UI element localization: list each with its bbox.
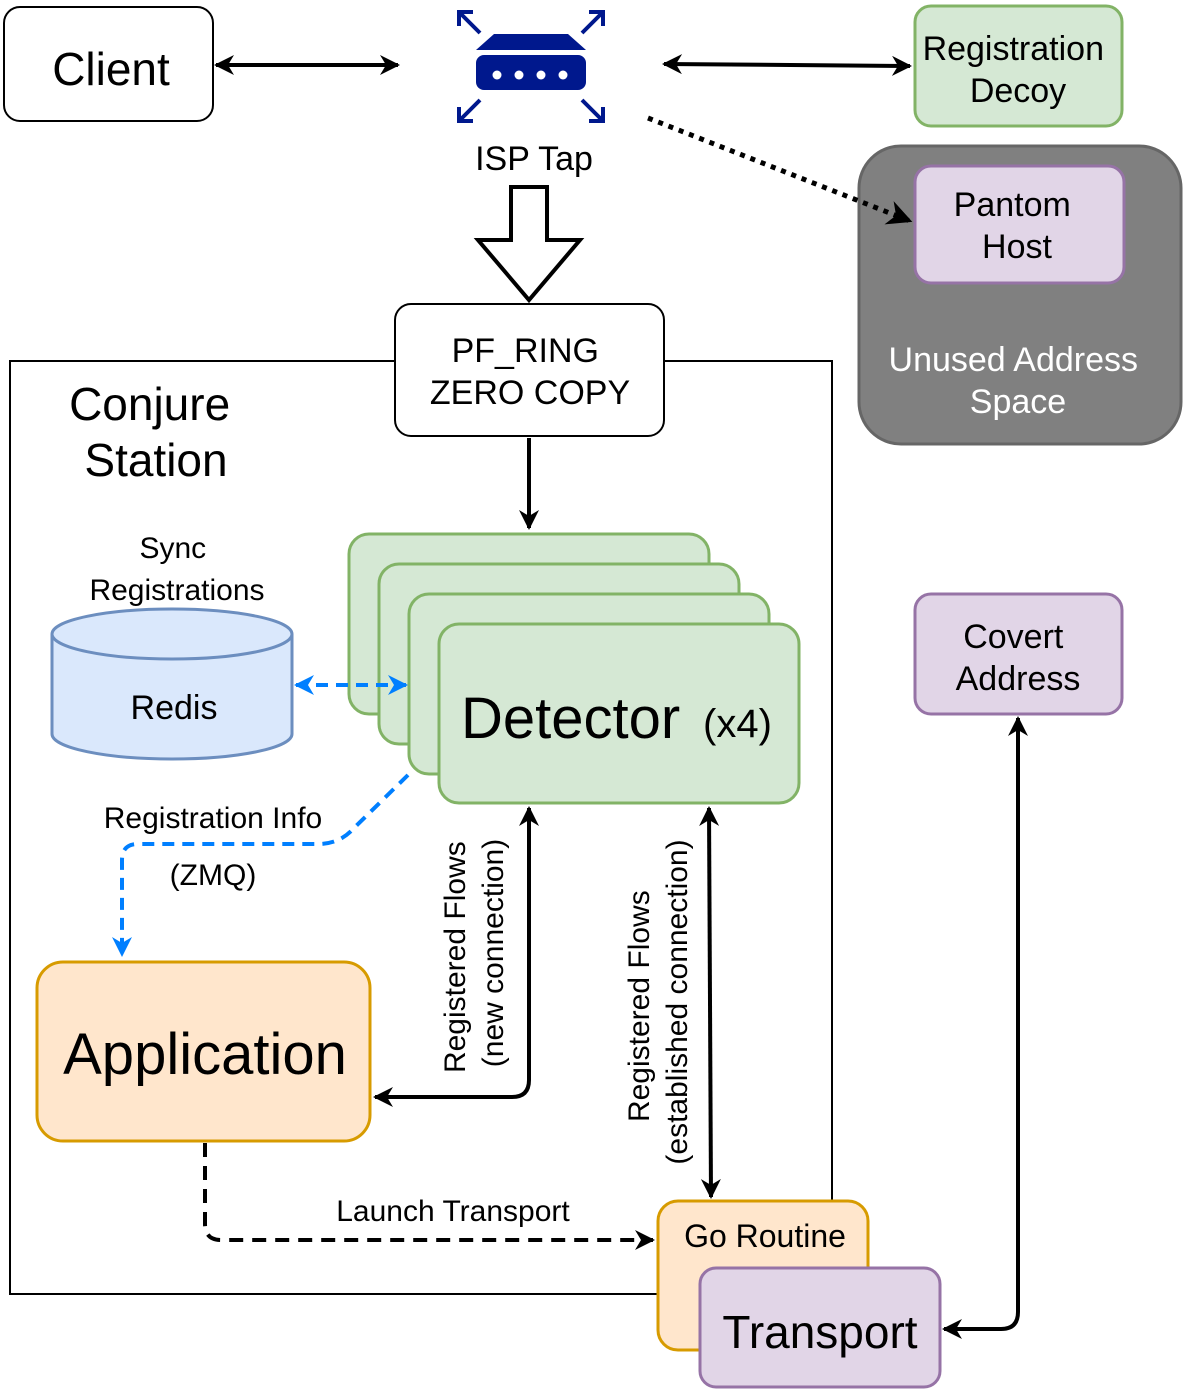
zmq-label: (ZMQ) — [170, 859, 257, 892]
covert-address-box — [913, 592, 1124, 716]
flows-established-label: Registered Flows (established connection… — [623, 839, 694, 1164]
registration-decoy-label: Registration Decoy — [923, 30, 1114, 110]
conjure-station-title: Conjure Station — [69, 378, 243, 486]
transport-label: Transport — [722, 1306, 917, 1358]
sync-registrations-label: Sync Registrations — [89, 532, 264, 607]
registration-decoy-box — [913, 4, 1124, 128]
covert-address-label: Covert Address — [956, 618, 1081, 698]
tap-down-hollow-arrow — [473, 185, 585, 304]
client-box — [3, 6, 214, 122]
redis-label: Redis — [131, 689, 218, 727]
launch-transport-arrow — [203, 1143, 655, 1250]
application-label: Application — [63, 1022, 347, 1087]
client-label: Client — [52, 43, 170, 95]
phantom-host-box — [913, 164, 1126, 285]
flows-new-arrow — [373, 806, 539, 1107]
isp-tap-label: ISP Tap — [475, 140, 593, 178]
application-box — [35, 960, 372, 1143]
transport-box — [698, 1266, 942, 1389]
unused-address-space-label: Unused Address Space — [889, 341, 1148, 421]
detector-label: Detector — [461, 686, 680, 751]
phantom-host-label: Pantom Host — [954, 186, 1081, 266]
pf-ring-box — [394, 303, 665, 437]
flows-established-arrow — [699, 806, 721, 1199]
go-routine-label: Go Routine — [684, 1218, 846, 1254]
registration-info-label-bg — [88, 800, 338, 834]
detector-count: (x4) — [703, 702, 772, 746]
tap-phantom-dotted-arrow — [647, 115, 913, 225]
flows-new-label: Registered Flows (new connection) — [439, 833, 510, 1073]
launch-transport-label: Launch Transport — [336, 1195, 570, 1228]
pf-ring-label: PF_RING ZERO COPY — [430, 332, 630, 412]
registration-info-arrow — [112, 773, 410, 957]
registration-info-label: Registration Info — [104, 802, 322, 835]
detector-box — [437, 622, 801, 805]
redis-cylinder — [50, 607, 294, 761]
router-icon — [457, 10, 605, 123]
tap-decoy-arrow — [662, 54, 912, 76]
transport-covert-arrow — [942, 716, 1028, 1339]
